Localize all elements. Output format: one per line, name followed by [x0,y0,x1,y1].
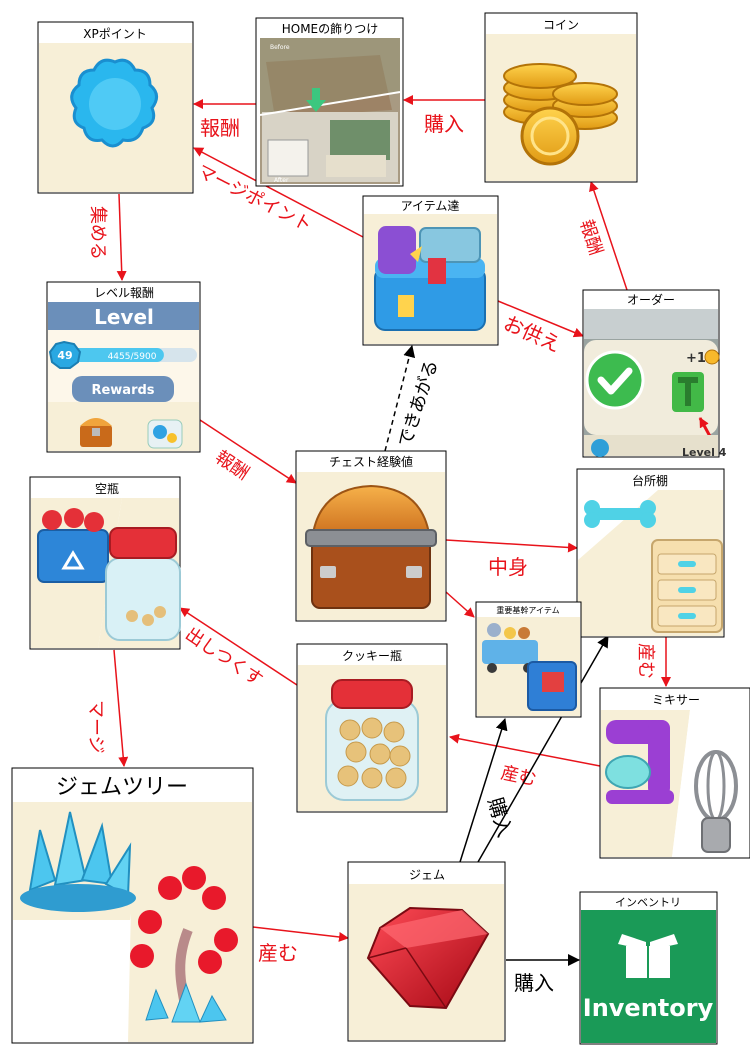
node-title: オーダー [627,292,675,307]
edge-label-buy-inventory: 購入 [514,971,554,995]
node-gem: ジェム [347,861,506,1042]
coin-stack-icon [503,63,618,166]
level-badge: 49 [57,349,72,362]
check-icon [585,350,645,410]
node-title: ジェムツリー [56,775,188,800]
edge-label-made: できあがる [395,357,443,449]
node-cookie-jar: クッキー瓶 [296,643,448,813]
cookie-jar-icon [325,679,419,801]
toy-cart-icon [482,623,538,673]
level-progress-text: 4455/5900 [108,352,157,362]
reward-chest-icon [80,418,112,447]
before-label: Before [270,44,290,51]
node-title: 空瓶 [95,482,119,496]
node-title: インベントリ [615,896,681,909]
node-inventory: インベントリ Inventory [579,891,718,1045]
edge-label-buy-coin-home: 購入 [424,112,464,136]
node-empty-bottle: 空瓶 [29,476,181,650]
glass-jar-icon [105,527,181,641]
node-title: XPポイント [83,27,146,41]
edge-label-offer: お供え [500,311,565,357]
edge-xp-to-level [116,193,127,281]
node-items: アイテム達 [362,195,499,346]
node-title: 重要基幹アイテム [496,605,559,615]
node-title: アイテム達 [401,199,460,213]
whisk-icon [694,750,738,853]
node-chest-xp: チェスト経験値 [295,450,447,622]
edge-label-merge: マージ [85,700,106,754]
open-box-icon [618,934,678,978]
node-gem-tree: ジェムツリー [11,767,254,1044]
edge-chest-to-shelf [445,539,578,553]
edge-mixer-to-cookie [449,733,601,767]
edge-cookie-to-bottle [179,607,298,686]
edge-label-reward-order-coin: 報酬 [575,217,606,258]
down-arrow-icon [306,88,326,112]
edge-label-contents: 中身 [488,555,528,579]
node-important-items: 重要基幹アイテム [475,601,582,718]
edge-bottle-to-tree [113,649,129,767]
node-mixer: ミキサー [599,687,750,859]
node-title: レベル報酬 [94,286,154,300]
edge-items-to-xp [193,147,364,238]
tool-kit-icon [527,661,577,711]
inventory-label: Inventory [583,994,714,1022]
node-title: クッキー瓶 [342,649,402,663]
stand-mixer-icon [605,720,674,804]
edge-order-to-coin [589,181,628,291]
node-title: チェスト経験値 [329,454,413,469]
edge-chest-to-items [384,345,416,452]
recycle-bin-icon [37,508,109,583]
order-level: Level 4 [682,446,727,459]
coin-icon [704,349,720,365]
edge-gem-to-important-2 [477,635,609,863]
node-kitchen-shelf: 台所棚 [576,468,725,638]
crystal-cluster-icon [20,811,136,912]
node-title: ジェム [409,868,445,882]
info-icon [591,439,609,457]
edge-label-reward-level-chest: 報酬 [211,447,253,485]
node-home-decor: HOMEの飾りつけ Before After [255,17,404,187]
red-gem-tree-icon [130,866,238,1023]
order-plus-one: +1 [686,351,706,366]
edge-tree-to-gem [252,926,349,942]
edge-gem-to-important-1 [459,718,508,863]
node-order: オーダー +1 Level 4 [582,289,727,459]
chest-icon [305,484,437,609]
edge-label-produce-shelf: 産む [635,643,656,679]
edge-level-to-chest [199,419,297,484]
node-xp-point: XPポイント [37,21,194,194]
node-title: 台所棚 [632,473,668,488]
reward-toolbox-icon [147,419,183,449]
node-title: コイン [543,18,579,32]
edge-chest-to-important [445,591,475,618]
node-title: ミキサー [652,693,700,707]
node-level-reward: レベル報酬 Level 49 4455/5900 Rewards [46,281,201,453]
bone-handle-icon [584,500,656,528]
level-header: Level [94,305,154,329]
rewards-label: Rewards [91,383,154,398]
edge-label-produce-tree: 産む [258,941,298,965]
hammer-icon [378,226,481,284]
level-progress-fill [62,348,164,362]
level-badge-icon [48,340,82,369]
edge-items-to-order [497,300,584,338]
edge-label-collect: 集める [87,206,108,260]
edge-label-reward-home-xp: 報酬 [200,116,240,140]
drawer-cabinet-icon [651,539,723,633]
ruby-gem-icon [366,906,490,1010]
node-title: HOMEの飾りつけ [282,22,379,36]
node-coin: コイン [484,12,638,183]
after-label: After [274,177,289,184]
